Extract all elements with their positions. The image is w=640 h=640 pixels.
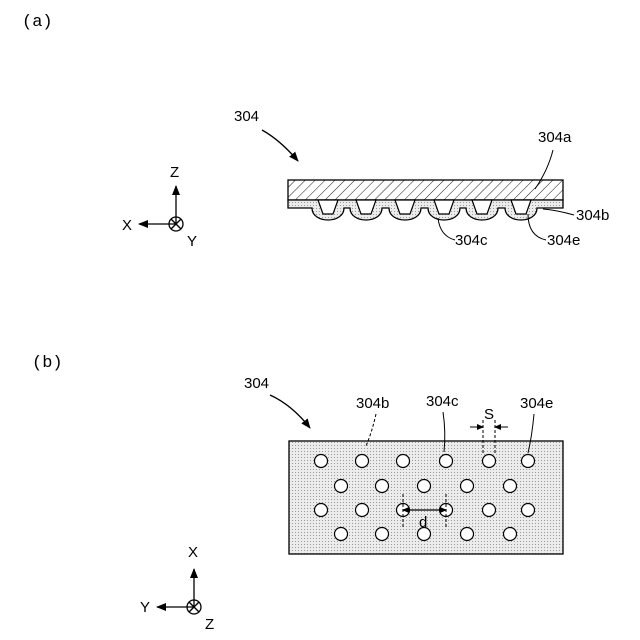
label-s: S — [484, 406, 494, 423]
hole — [315, 455, 328, 468]
panel-b-part-label: 304 — [244, 375, 269, 392]
panel-a-part-label: 304 — [234, 108, 259, 125]
label-304c: 304c — [455, 232, 488, 249]
label-b-304b: 304b — [356, 395, 389, 412]
hole — [397, 455, 410, 468]
hole — [522, 455, 535, 468]
hole — [504, 528, 517, 541]
hole — [315, 504, 328, 517]
axis-a-left-label: X — [122, 217, 132, 234]
label-304e: 304e — [547, 232, 580, 249]
hole — [376, 528, 389, 541]
hole — [522, 504, 535, 517]
hole — [504, 480, 517, 493]
leader-304c — [438, 218, 455, 240]
layer-304a — [288, 180, 563, 200]
panel-b-part-arrow — [270, 395, 310, 428]
panel-b: (b) 304 — [32, 354, 563, 633]
label-b-304c: 304c — [426, 393, 459, 410]
hole — [376, 480, 389, 493]
hole — [418, 480, 431, 493]
hole — [335, 528, 348, 541]
hole — [356, 504, 369, 517]
axis-b-up-label: X — [188, 544, 198, 561]
hole — [440, 455, 453, 468]
hole — [483, 455, 496, 468]
label-b-304e: 304e — [520, 395, 553, 412]
axis-a-center-label: Y — [187, 233, 197, 250]
hole — [356, 455, 369, 468]
hole — [461, 528, 474, 541]
panel-a-tag: (a) — [22, 13, 53, 32]
label-d: d — [419, 514, 427, 531]
label-304b: 304b — [576, 207, 609, 224]
hole — [483, 504, 496, 517]
axes-a: Z X Y — [122, 164, 197, 250]
panel-b-tag: (b) — [32, 354, 63, 373]
axis-b-left-label: Y — [140, 599, 150, 616]
axis-b-center-label: Z — [205, 616, 214, 633]
label-304a: 304a — [538, 129, 572, 146]
hole — [461, 480, 474, 493]
axis-a-up-label: Z — [170, 164, 179, 181]
panel-a: (a) 304 304a 304b 304c 304e — [22, 13, 609, 250]
axes-b: X Y Z — [140, 544, 214, 633]
hole — [335, 480, 348, 493]
leader-304b — [543, 209, 574, 215]
panel-a-part-arrow — [262, 130, 298, 161]
